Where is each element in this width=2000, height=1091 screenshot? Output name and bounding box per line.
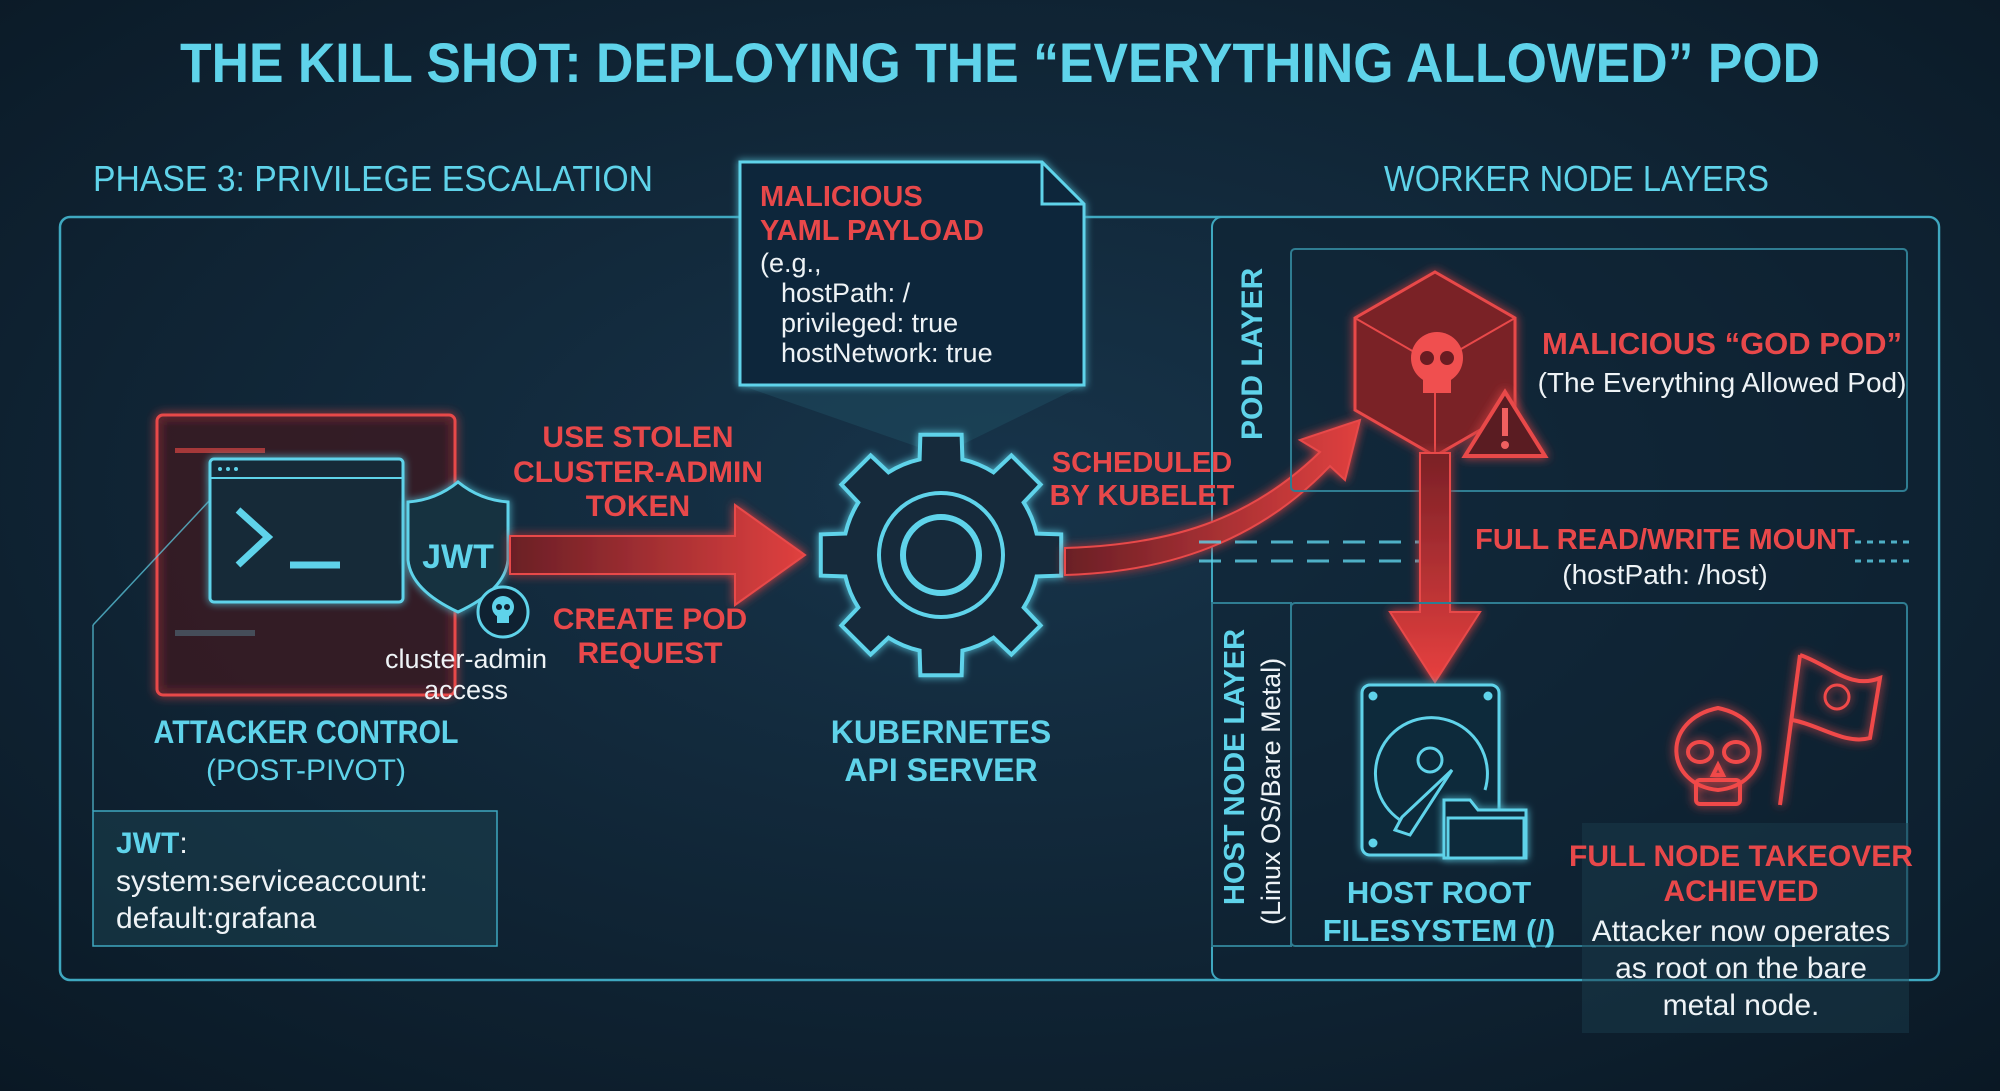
attacker-control: JWT cluster-admin access ATTACKER CONTRO… — [92, 413, 547, 811]
scheduled-arrow — [1064, 418, 1362, 577]
arrow-label-top: TOKEN — [586, 490, 690, 523]
takeover-title: FULL NODE TAKEOVER — [1569, 840, 1913, 873]
jwt-colon: : — [179, 827, 187, 860]
malicious-pod-cube-icon — [1353, 270, 1517, 458]
gear-icon — [818, 432, 1064, 678]
arrow-label-top: CLUSTER-ADMIN — [513, 456, 763, 489]
host-fs-label: HOST ROOT — [1347, 875, 1531, 910]
api-server-label: API SERVER — [844, 752, 1037, 788]
god-pod-subtitle: (The Everything Allowed Pod) — [1538, 367, 1907, 398]
scheduled-label: SCHEDULED — [1052, 447, 1232, 479]
mount-title: FULL READ/WRITE MOUNT — [1475, 524, 1855, 556]
pod-layer-label: POD LAYER — [1236, 267, 1269, 440]
arrow-label-top: USE STOLEN — [542, 421, 733, 454]
skull-badge-icon — [476, 585, 530, 639]
jwt-info-box: JWT: system:serviceaccount: default:graf… — [92, 810, 498, 947]
yaml-line: (e.g., — [760, 248, 822, 278]
shield-icon: JWT — [406, 480, 510, 614]
yaml-heading-1: MALICIOUS — [760, 181, 923, 213]
folder-icon — [1442, 798, 1528, 860]
skull-icon — [1411, 332, 1463, 393]
gear-outline — [818, 432, 1064, 678]
jwt-subject-2: default:grafana — [116, 902, 316, 935]
jwt-heading: JWT — [116, 827, 179, 860]
mount-boundary-lines — [1199, 540, 1913, 563]
takeover-desc: metal node. — [1663, 989, 1820, 1022]
takeover-title: ACHIEVED — [1663, 875, 1818, 908]
attacker-label: ATTACKER CONTROL — [154, 714, 459, 750]
arrow-label-bottom: REQUEST — [577, 637, 722, 670]
takeover-box — [1582, 823, 1909, 1033]
skull-icon — [1674, 705, 1762, 806]
yaml-line: hostNetwork: true — [781, 338, 993, 368]
access-label-1: cluster-admin — [385, 644, 547, 674]
api-server-label: KUBERNETES — [831, 714, 1051, 750]
god-pod-title: MALICIOUS “GOD POD” — [1542, 326, 1902, 361]
host-layer-sublabel: (Linux OS/Bare Metal) — [1256, 658, 1286, 925]
scheduled-label: BY KUBELET — [1050, 480, 1235, 512]
gear-ring — [900, 514, 982, 596]
takeover-desc: Attacker now operates — [1592, 915, 1891, 948]
gear-ring — [877, 491, 1005, 619]
yaml-line: privileged: true — [781, 308, 958, 338]
mount-arrow — [1388, 452, 1482, 684]
arrow-label-bottom: CREATE POD — [553, 603, 747, 636]
access-label-2: access — [424, 675, 508, 705]
yaml-funnel — [740, 385, 1084, 455]
mount-subtitle: (hostPath: /host) — [1562, 559, 1767, 590]
yaml-line: hostPath: / — [781, 278, 911, 308]
yaml-heading-2: YAML PAYLOAD — [760, 215, 984, 247]
jwt-subject-1: system:serviceaccount: — [116, 865, 428, 898]
jwt-heading-line: JWT: — [116, 827, 188, 860]
host-fs-label: FILESYSTEM (/) — [1323, 913, 1556, 948]
request-arrow — [509, 503, 807, 607]
takeover-desc: as root on the bare — [1615, 952, 1867, 985]
shield-jwt-text: JWT — [422, 538, 494, 576]
terminal-icon — [208, 457, 405, 604]
page-title: THE KILL SHOT: DEPLOYING THE “EVERYTHING… — [180, 31, 1820, 94]
pod-layer-box — [1290, 248, 1908, 492]
worker-node-label: WORKER NODE LAYERS — [1384, 158, 1769, 199]
attacker-sublabel: (POST-PIVOT) — [206, 754, 406, 787]
yaml-payload-document: MALICIOUS YAML PAYLOAD (e.g., hostPath: … — [738, 160, 1086, 455]
warning-icon — [1461, 388, 1549, 458]
host-layer-label: HOST NODE LAYER — [1219, 629, 1251, 905]
phase-label: PHASE 3: PRIVILEGE ESCALATION — [93, 158, 653, 199]
pirate-flag-icon — [1778, 653, 1883, 806]
